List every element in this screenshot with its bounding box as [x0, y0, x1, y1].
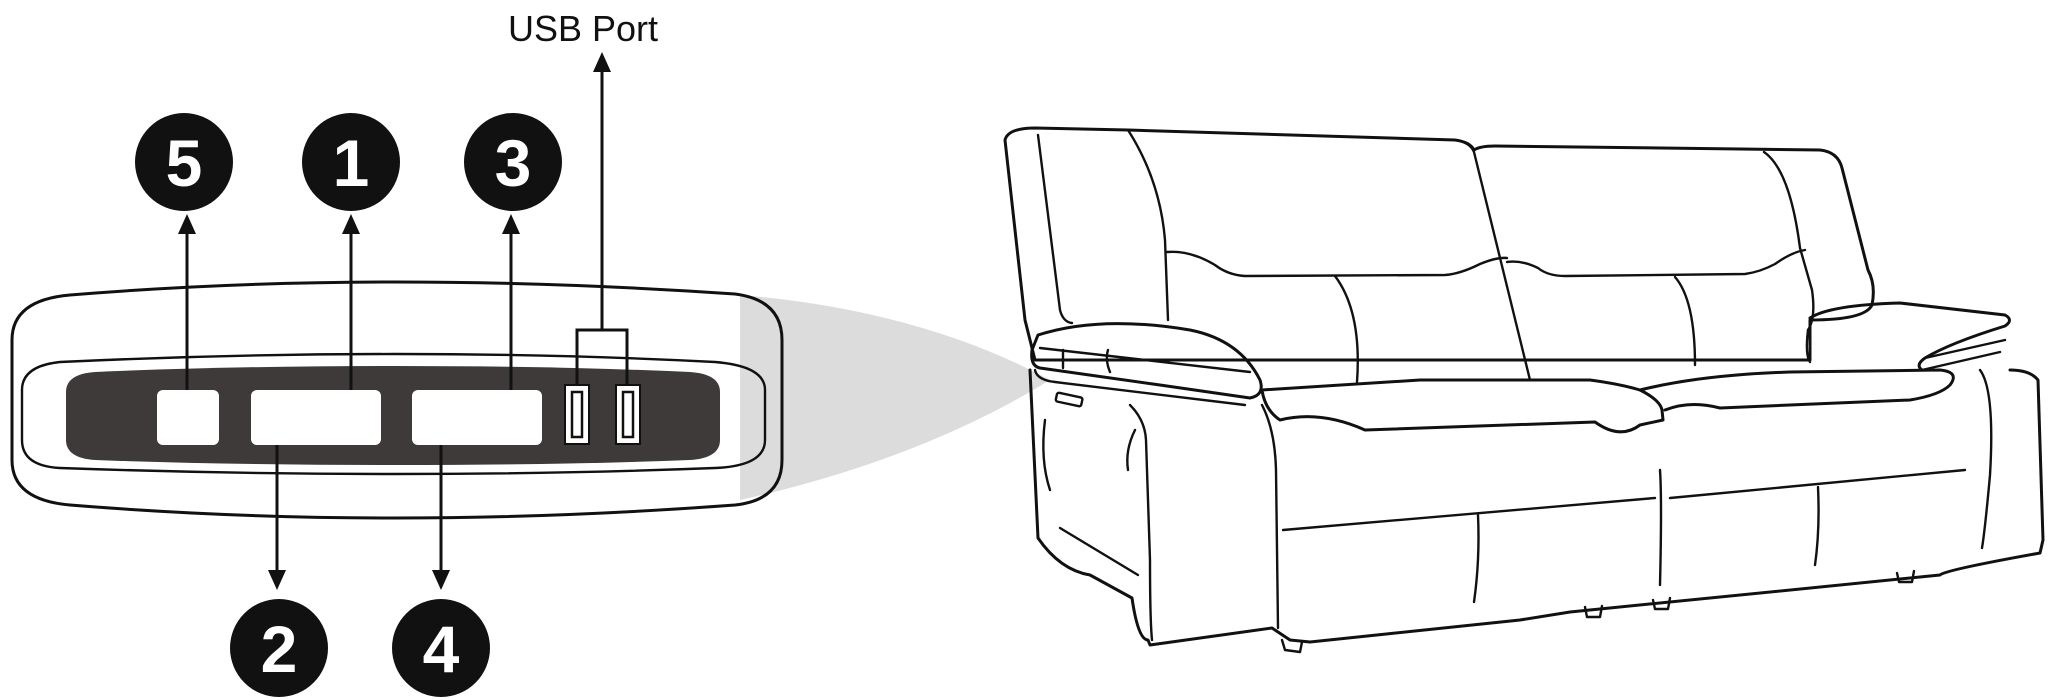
sofa-illustration — [1003, 126, 2045, 654]
callout-2: 2 — [230, 599, 328, 697]
usb-port-1 — [564, 384, 590, 445]
control-panel-closeup — [10, 280, 784, 520]
callout-5-label: 5 — [166, 126, 203, 200]
callout-3-label: 3 — [495, 126, 532, 200]
leader-arrows — [178, 52, 629, 590]
callout-2-label: 2 — [261, 612, 298, 686]
panel-outer-housing — [10, 280, 784, 520]
callout-3: 3 — [464, 113, 562, 211]
usb-port-2 — [615, 384, 641, 445]
zoom-beam — [740, 295, 1050, 500]
callout-1-label: 1 — [333, 126, 370, 200]
button-upper-wide-1 — [251, 390, 381, 445]
callout-1: 1 — [302, 113, 400, 211]
usb-port-label: USB Port — [508, 8, 658, 49]
callout-4: 4 — [392, 599, 490, 697]
callout-5: 5 — [135, 113, 233, 211]
callout-4-label: 4 — [423, 612, 460, 686]
button-upper-wide-2 — [412, 390, 542, 445]
panel-dark-face — [66, 366, 720, 465]
button-left-small — [157, 390, 219, 445]
panel-inner-rim — [20, 352, 767, 476]
